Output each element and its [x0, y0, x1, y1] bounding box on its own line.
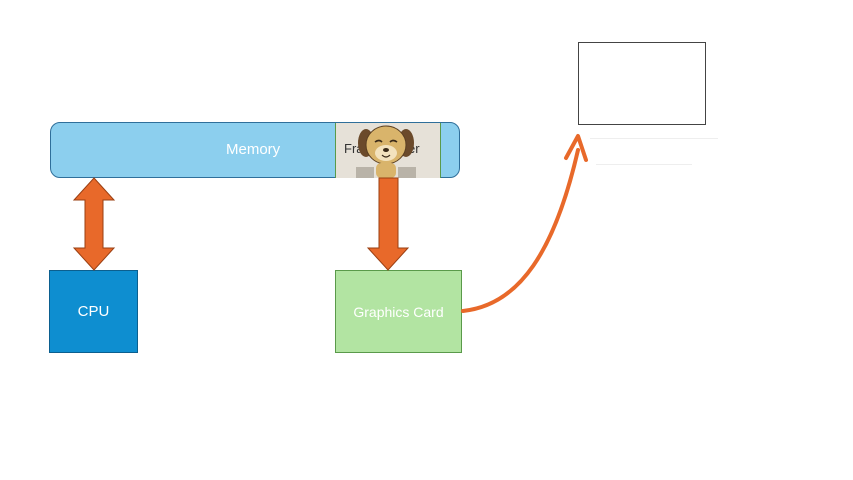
framebuffer-block: Frame Buffer	[335, 123, 441, 178]
cpu-label: CPU	[77, 303, 110, 320]
graphics-card-label: Graphics Card	[353, 303, 444, 320]
display-screen	[578, 42, 706, 125]
memory-to-gpu-arrow	[366, 177, 410, 271]
memory-label: Memory	[226, 141, 281, 158]
gpu-to-display-arrow	[461, 148, 580, 313]
faint-line	[590, 138, 718, 139]
cartoon-dog-icon	[356, 125, 416, 178]
gpu-to-display-arrowhead	[564, 134, 588, 162]
graphics-card-block: Graphics Card	[335, 270, 462, 353]
cpu-block: CPU	[49, 270, 138, 353]
cpu-memory-double-arrow	[72, 177, 116, 271]
faint-line	[596, 164, 692, 165]
